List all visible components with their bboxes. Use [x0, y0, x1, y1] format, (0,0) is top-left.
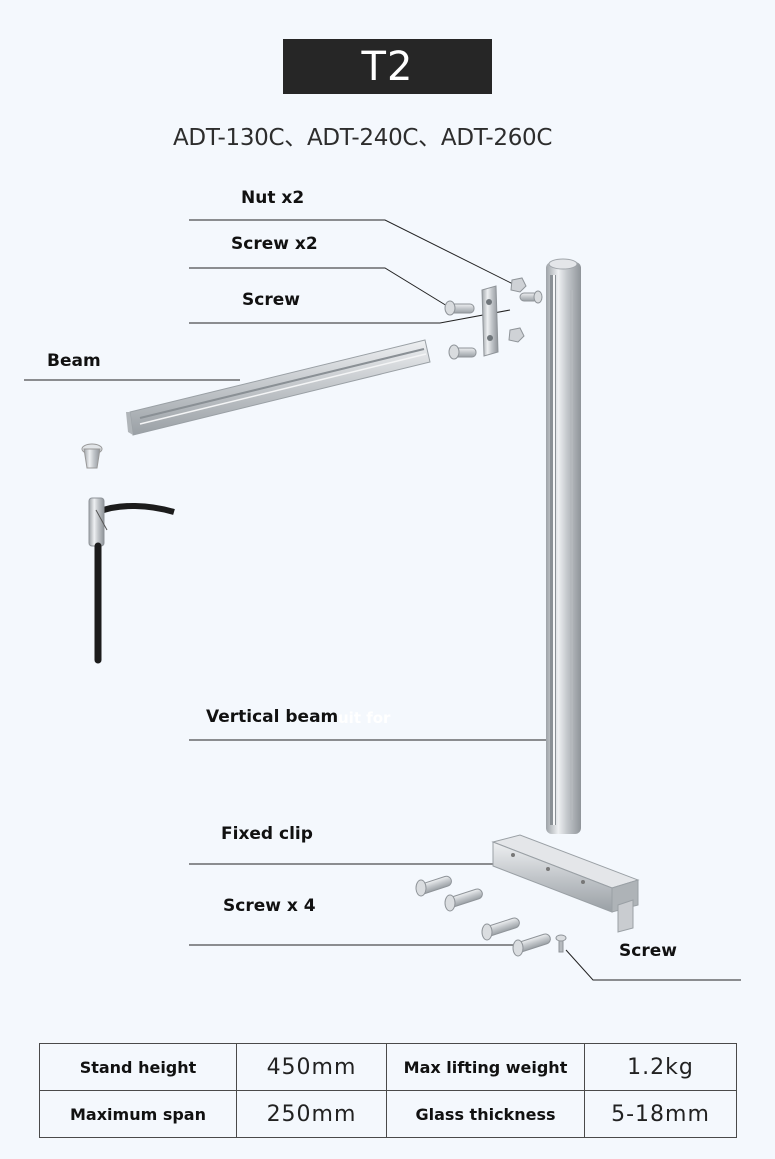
product-title: T2 [283, 39, 492, 94]
model-list: ADT-130C、ADT-240C、ADT-260C [173, 125, 553, 151]
leader-nut [189, 219, 520, 288]
spec-table: Stand height 450mm Max lifting weight 1.… [39, 1043, 737, 1138]
screw-parts-top [444, 290, 543, 360]
table-row: Stand height 450mm Max lifting weight 1.… [39, 1043, 737, 1091]
label-faint-text: uit for [338, 709, 391, 727]
label-beam: Beam [47, 351, 101, 371]
beam-part [126, 339, 431, 436]
label-screw-bottom: Screw [619, 941, 677, 961]
spec-value: 5-18mm [584, 1090, 737, 1138]
label-screw-top: Screw [242, 290, 300, 310]
label-screw-four: Screw x 4 [223, 896, 316, 916]
spec-key: Maximum span [39, 1090, 237, 1138]
table-row: Maximum span 250mm Glass thickness 5-18m… [39, 1090, 737, 1138]
fixed-clip-part [491, 834, 640, 933]
label-fixed-clip: Fixed clip [221, 824, 313, 844]
spec-value: 450mm [236, 1043, 387, 1091]
label-nut: Nut x2 [241, 188, 305, 208]
end-cap-part [81, 443, 103, 469]
spec-key: Glass thickness [386, 1090, 585, 1138]
cable-clamp-part [88, 497, 175, 664]
leader-screw-bottom [565, 949, 741, 981]
vertical-beam-part [546, 258, 581, 834]
spec-key: Stand height [39, 1043, 237, 1091]
spec-key: Max lifting weight [386, 1043, 585, 1091]
spec-value: 250mm [236, 1090, 387, 1138]
label-vertical-beam: Vertical beam [206, 707, 339, 727]
connector-block [481, 285, 499, 357]
leader-screw-pair [189, 267, 453, 310]
leader-lines [24, 219, 741, 981]
label-screw-pair: Screw x2 [231, 234, 318, 254]
nut-parts [508, 277, 527, 343]
screw-parts-bottom [415, 875, 567, 957]
spec-value: 1.2kg [584, 1043, 737, 1091]
